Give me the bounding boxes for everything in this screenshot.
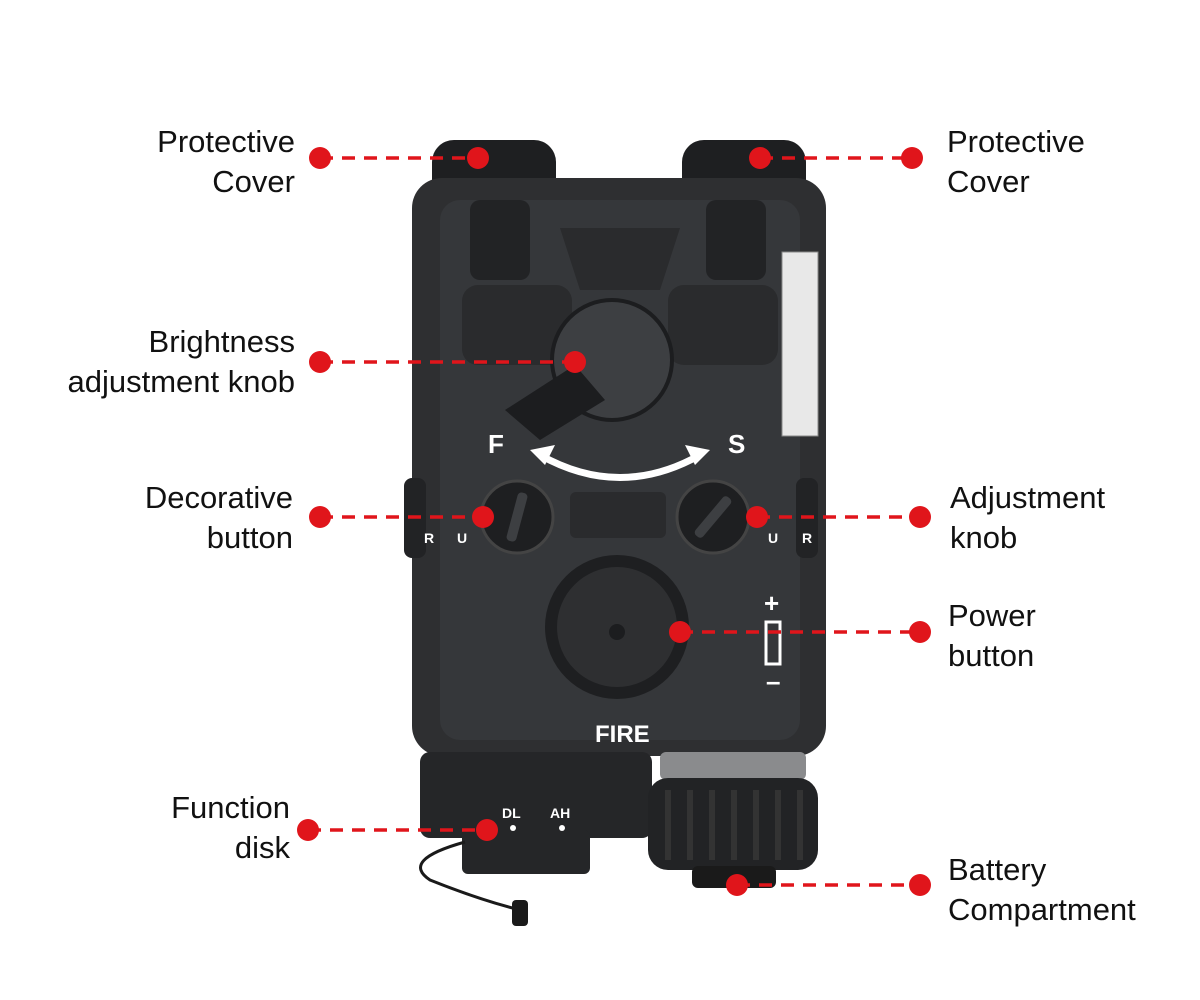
marking-r-right: R — [802, 530, 812, 546]
marking-plus: + — [764, 588, 779, 618]
label-brightness-knob: Brightness adjustment knob — [68, 322, 295, 402]
callout-dot — [309, 147, 331, 169]
callout-dot — [901, 147, 923, 169]
callout-dot — [297, 819, 319, 841]
label-line: Cover — [212, 164, 295, 199]
label-line: Brightness — [148, 324, 295, 359]
marking-u-left: U — [457, 530, 467, 546]
label-line: disk — [234, 830, 290, 865]
label-line: Adjustment — [950, 480, 1106, 515]
label-line: Compartment — [948, 892, 1136, 927]
label-line: Power — [948, 598, 1036, 633]
label-decorative-button: Decorative button — [145, 478, 293, 558]
label-line: Decorative — [144, 480, 293, 515]
callout-dot — [309, 506, 331, 528]
label-battery-compartment: Battery Compartment — [948, 850, 1136, 930]
callout-dot — [909, 621, 931, 643]
marking-s: S — [728, 429, 745, 459]
marking-fire: FIRE — [595, 721, 650, 748]
label-line: button — [206, 520, 293, 555]
label-line: Cover — [947, 164, 1030, 199]
marking-dl: DL — [502, 805, 521, 821]
marking-f: F — [488, 429, 504, 459]
label-line: Function — [171, 790, 290, 825]
marking-minus: – — [766, 666, 780, 696]
label-line: button — [948, 638, 1035, 673]
label-power-button: Power button — [948, 596, 1036, 676]
label-function-disk: Function disk — [171, 788, 290, 868]
callout-dot — [909, 506, 931, 528]
callout-dot — [909, 874, 931, 896]
marking-u-right: U — [768, 530, 778, 546]
marking-r-left: R — [424, 530, 434, 546]
label-line: Battery — [948, 852, 1047, 887]
function-disk — [420, 752, 652, 838]
label-protective-cover-right: Protective Cover — [947, 122, 1085, 202]
callout-dot — [309, 351, 331, 373]
label-protective-cover-left: Protective Cover — [157, 122, 295, 202]
label-line: adjustment knob — [67, 364, 295, 399]
label-line: Protective — [157, 124, 295, 159]
label-adjustment-knob: Adjustment knob — [950, 478, 1105, 558]
label-line: Protective — [947, 124, 1085, 159]
label-line: knob — [950, 520, 1018, 555]
marking-ah: AH — [550, 805, 570, 821]
